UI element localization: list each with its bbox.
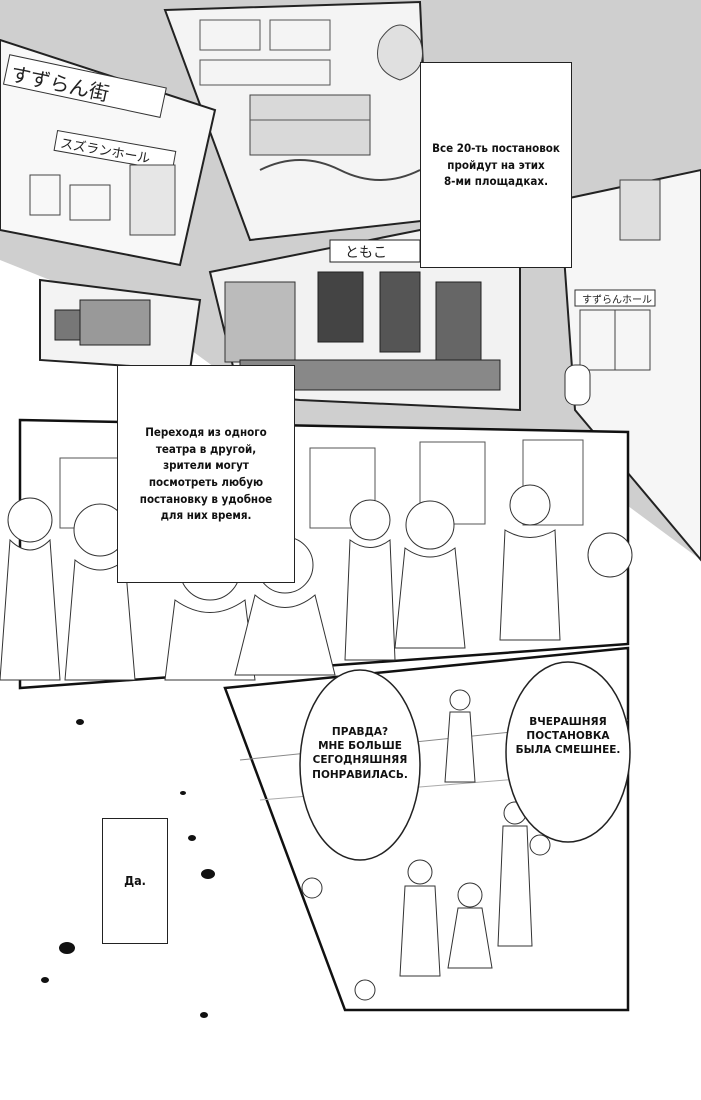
panel-building-top (163, 0, 432, 242)
speech-left-text: ПРАВДА? МНЕ БОЛЬШЕ СЕГОДНЯШНЯЯ ПОНРАВИЛА… (312, 726, 408, 781)
stall-sign-text: ともこ (345, 245, 387, 261)
panel-building-right: すずらんホール (558, 168, 701, 562)
speech-right-text: ВЧЕРАШНЯЯ ПОСТАНОВКА БЫЛА СМЕШНЕЕ. (515, 716, 621, 757)
panel-street-small (39, 278, 202, 372)
right-hall-sign-text: すずらんホール (582, 294, 652, 306)
caption-yes: Да. (102, 818, 168, 944)
speech-bubble-left (299, 669, 421, 861)
caption-audience: Переходя из одного театра в другой, зрит… (117, 365, 295, 583)
panel-shop-sign: すずらん街 スズランホール (0, 38, 217, 267)
caption-venues: Все 20-ть постановок пройдут на этих 8-м… (420, 62, 572, 268)
falling-petals (41, 719, 215, 1018)
panel-crowd (0, 418, 633, 690)
speech-bubble-right (505, 661, 631, 843)
